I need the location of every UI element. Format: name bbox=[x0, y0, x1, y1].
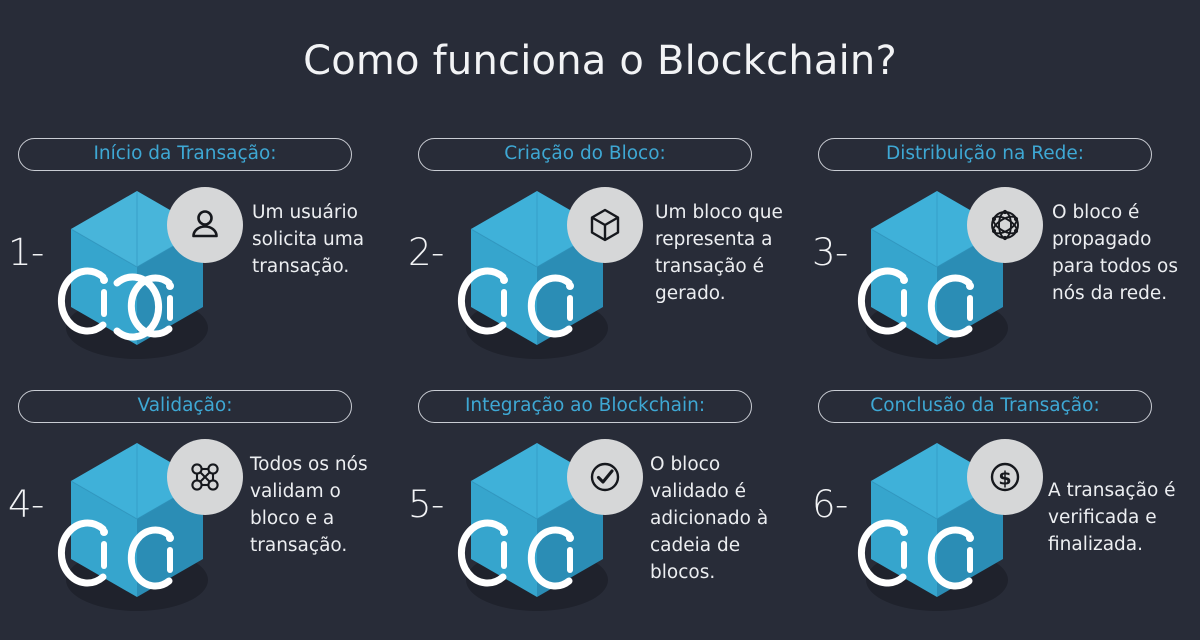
step-badge-2 bbox=[567, 187, 643, 263]
step-card-1: Início da Transação: 1- bbox=[0, 128, 400, 380]
step-description-5: O bloco validado é adicionado à cadeia d… bbox=[650, 454, 769, 583]
blockchain-cube-icon-2 bbox=[457, 185, 617, 370]
step-card-3: Distribuição na Rede: 3- bbox=[800, 128, 1200, 380]
step-heading-pill-1: Início da Transação: bbox=[18, 138, 352, 171]
step-card-4: Validação: 4- bbox=[0, 380, 400, 632]
steps-grid: Início da Transação: 1- bbox=[0, 128, 1200, 640]
step-card-2: Criação do Bloco: 2- bbox=[400, 128, 800, 380]
check-circle-icon bbox=[590, 462, 620, 492]
blockchain-cube-icon-1 bbox=[57, 185, 217, 370]
step-badge-3 bbox=[967, 187, 1043, 263]
step-number-3: 3- bbox=[812, 231, 848, 274]
step-badge-1 bbox=[167, 187, 243, 263]
blockchain-cube-icon-4 bbox=[57, 437, 217, 622]
step-card-5: Integração ao Blockchain: 5- bbox=[400, 380, 800, 632]
network-globe-icon bbox=[991, 209, 1019, 241]
step-card-6: Conclusão da Transação: 6- bbox=[800, 380, 1200, 632]
step-number-6: 6- bbox=[812, 483, 848, 526]
nodes-grid-icon bbox=[191, 463, 219, 491]
svg-text:$: $ bbox=[998, 468, 1011, 490]
step-heading-pill-5: Integração ao Blockchain: bbox=[418, 390, 752, 423]
step-body-1: 1- bbox=[0, 183, 400, 380]
step-body-3: 3- bbox=[800, 183, 1200, 380]
step-number-4: 4- bbox=[8, 483, 44, 526]
step-heading-pill-3: Distribuição na Rede: bbox=[818, 138, 1152, 171]
blockchain-cube-icon-6 bbox=[857, 437, 1017, 622]
step-description-6: A transação é verificada e finalizada. bbox=[1048, 480, 1176, 555]
page-title: Como funciona o Blockchain? bbox=[303, 38, 897, 84]
step-description-3: O bloco é propagado para todos os nós da… bbox=[1052, 202, 1179, 304]
step-heading-pill-6: Conclusão da Transação: bbox=[818, 390, 1152, 423]
step-body-6: 6- bbox=[800, 435, 1200, 632]
step-body-5: 5- bbox=[400, 435, 800, 632]
step-badge-4 bbox=[167, 439, 243, 515]
step-heading-pill-2: Criação do Bloco: bbox=[418, 138, 752, 171]
step-number-5: 5- bbox=[408, 483, 444, 526]
cube-icon bbox=[590, 208, 620, 242]
dollar-circle-icon: $ bbox=[990, 462, 1020, 492]
user-icon bbox=[192, 210, 218, 238]
step-description-1: Um usuário solicita uma transação. bbox=[252, 202, 365, 277]
step-description-4: Todos os nós validam o bloco e a transaç… bbox=[250, 454, 368, 556]
step-number-2: 2- bbox=[408, 231, 444, 274]
step-number-1: 1- bbox=[8, 231, 44, 274]
step-body-4: 4- bbox=[0, 435, 400, 632]
blockchain-cube-icon-3 bbox=[857, 185, 1017, 370]
step-description-2: Um bloco que representa a transação é ge… bbox=[655, 202, 783, 304]
step-badge-5 bbox=[567, 439, 643, 515]
step-body-2: 2- bbox=[400, 183, 800, 380]
step-heading-pill-4: Validação: bbox=[18, 390, 352, 423]
step-badge-6: $ bbox=[967, 439, 1043, 515]
